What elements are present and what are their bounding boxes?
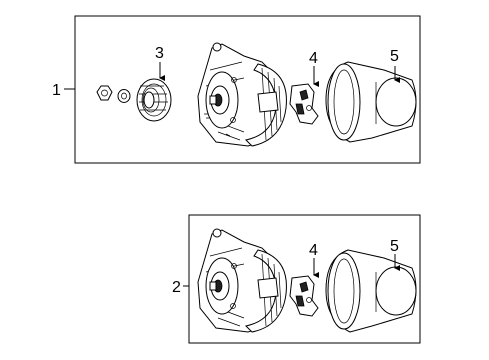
assembly-2-callout: 2 [172, 279, 181, 296]
shield-cover-icon[interactable] [325, 249, 417, 333]
assembly-1: 1 3 [52, 15, 421, 164]
part-4a-callout[interactable]: 4 [309, 50, 318, 67]
regulator-icon[interactable] [289, 275, 319, 317]
part-5b-callout[interactable]: 5 [390, 238, 399, 255]
washer-icon [117, 89, 131, 103]
assembly-1-callout: 1 [52, 82, 61, 99]
assembly-2: 2 4 [172, 214, 421, 344]
alternator-icon [197, 42, 287, 147]
regulator-icon[interactable] [289, 83, 319, 125]
shield-cover-icon[interactable] [325, 61, 417, 143]
pulley-icon[interactable] [136, 78, 172, 122]
part-4b-callout[interactable]: 4 [309, 242, 318, 259]
part-5a-callout[interactable]: 5 [390, 48, 399, 65]
nut-icon [96, 85, 113, 101]
assembly-2-frame [188, 214, 421, 344]
alternator-icon [197, 228, 287, 333]
part-3-callout[interactable]: 3 [155, 45, 164, 62]
